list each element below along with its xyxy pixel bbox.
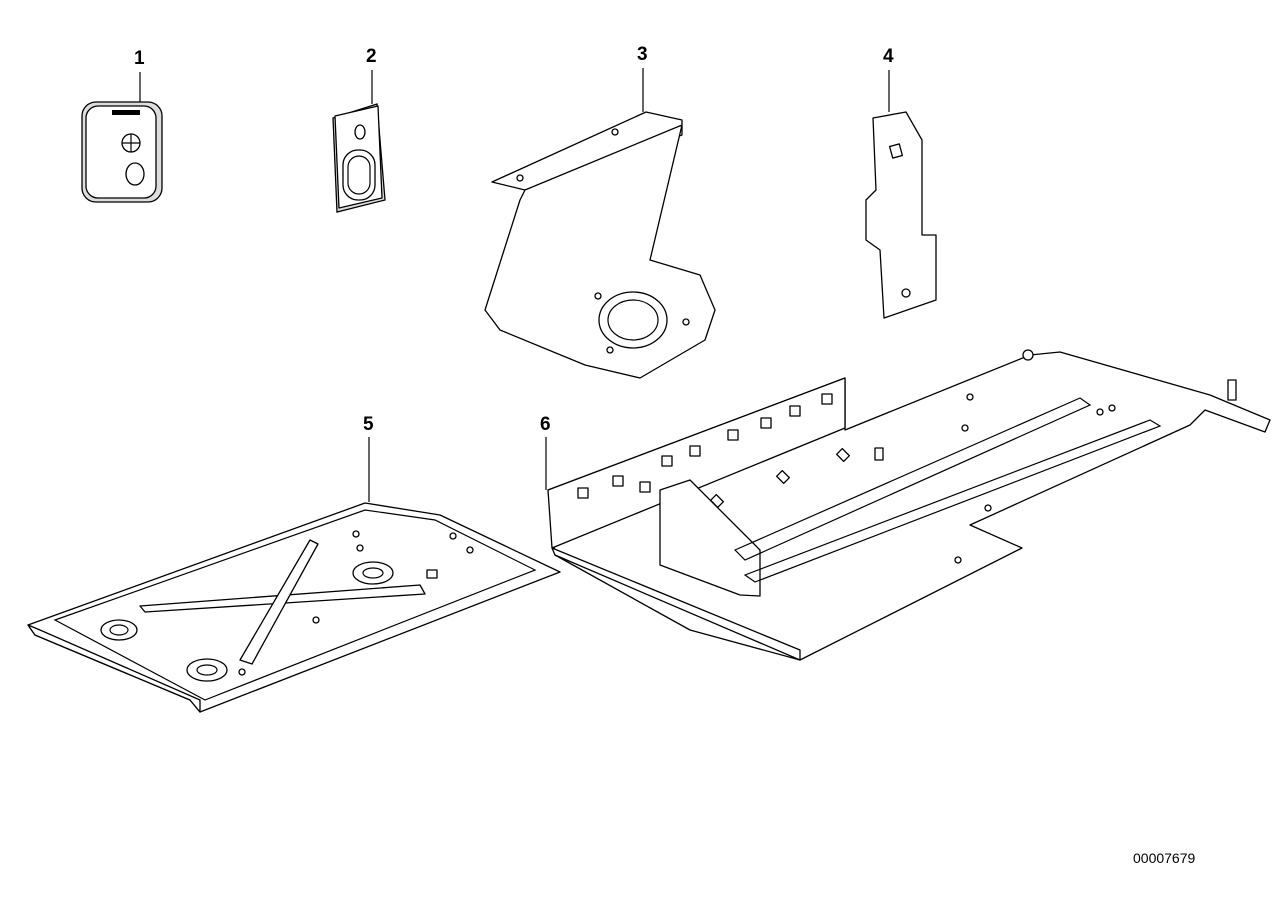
part-3-bracket[interactable]: [484, 111, 716, 379]
leader-lines: [139, 68, 890, 502]
callout-4[interactable]: 4: [883, 46, 894, 67]
callout-1[interactable]: 1: [134, 48, 145, 69]
part-2-grommet-plate[interactable]: [332, 103, 386, 213]
callout-6[interactable]: 6: [540, 414, 551, 435]
part-5-floor-plate[interactable]: [27, 502, 561, 713]
callout-5[interactable]: 5: [363, 414, 374, 435]
part-4-mounting-plate[interactable]: [865, 111, 937, 319]
part-1-key-fob[interactable]: [81, 101, 163, 203]
diagram-id: 00007679: [1133, 850, 1196, 866]
part-6-tray[interactable]: [547, 349, 1271, 661]
callout-3[interactable]: 3: [637, 44, 648, 65]
callout-2[interactable]: 2: [366, 46, 377, 67]
